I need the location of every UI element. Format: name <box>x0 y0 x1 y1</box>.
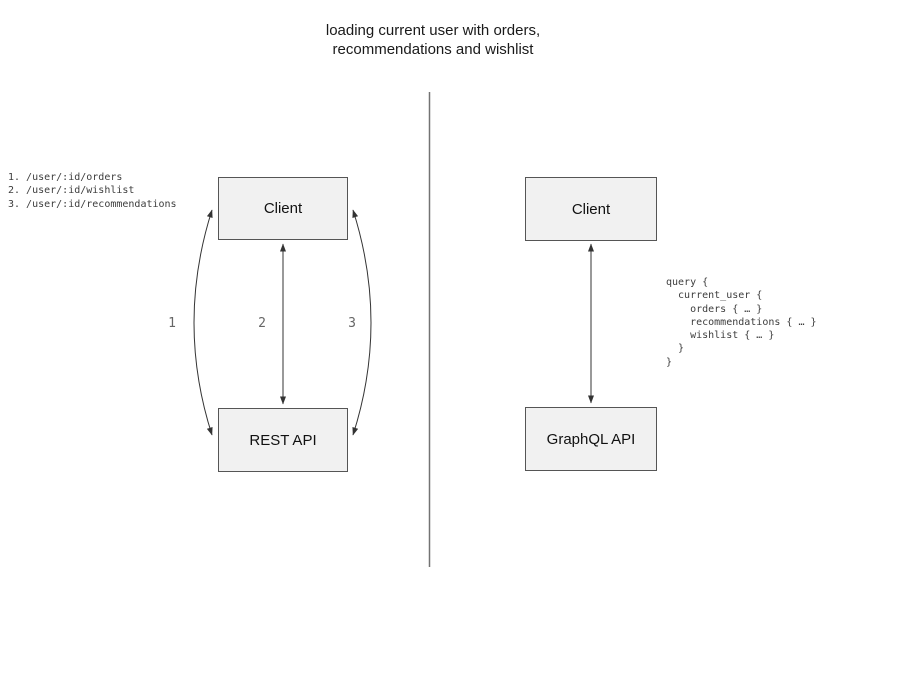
rest-arrow-label-3: 3 <box>348 316 356 331</box>
rest-arrow-label-2: 2 <box>258 316 266 331</box>
graphql-api-box: GraphQL API <box>525 407 657 471</box>
rest-arrow-1-curve <box>193 209 213 436</box>
rest-api-box: REST API <box>218 408 348 472</box>
graphql-client-label: Client <box>571 200 611 218</box>
rest-endpoint-list: 1. /user/:id/orders 2. /user/:id/wishlis… <box>8 172 177 210</box>
graphql-client-box: Client <box>525 177 657 241</box>
rest-api-label: REST API <box>249 431 317 449</box>
rest-client-label: Client <box>263 200 303 217</box>
diagram-title: loading current user with orders, recomm… <box>325 22 541 58</box>
rest-arrow-3-curve <box>352 209 372 436</box>
rest-client-box: Client <box>218 177 348 240</box>
graphql-api-label: GraphQL API <box>546 430 636 448</box>
graphql-query-snippet: query { current_user { orders { … } reco… <box>666 277 817 368</box>
rest-arrow-label-1: 1 <box>168 316 176 331</box>
